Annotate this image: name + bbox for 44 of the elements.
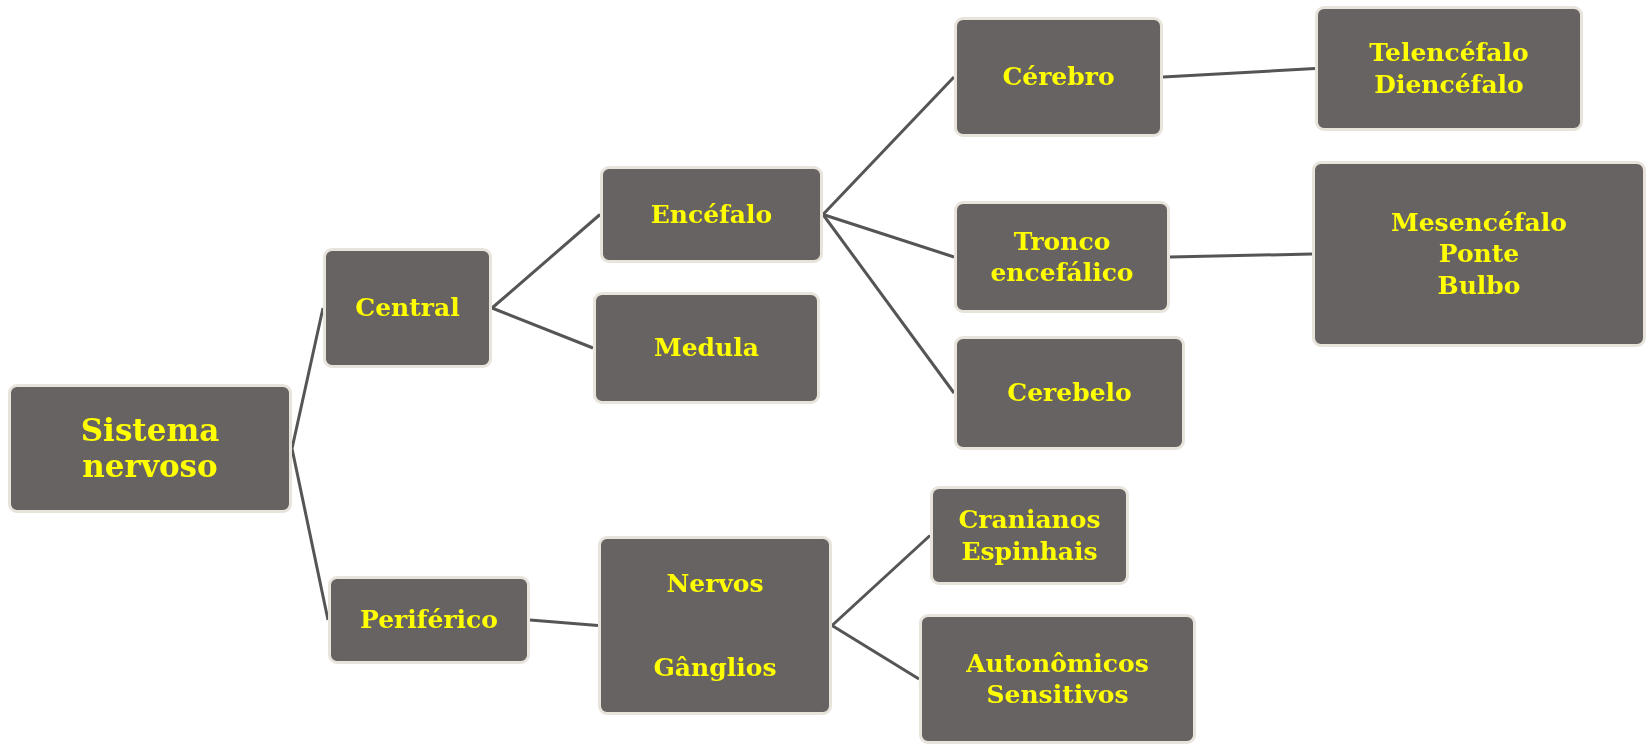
connector-line <box>822 213 955 259</box>
box-label: Gânglios <box>653 652 777 684</box>
connector-line <box>831 534 931 627</box>
connector-line <box>491 306 594 350</box>
box-label: Cranianos <box>958 504 1101 536</box>
connector-line <box>491 213 601 310</box>
connector-line <box>290 448 330 621</box>
concept-box <box>919 614 1196 744</box>
box-label: Espinhais <box>961 535 1098 567</box>
connector-line <box>1162 67 1316 79</box>
concept-box <box>598 536 832 715</box>
box-label: Autonômicos <box>966 647 1149 679</box>
box-label: Periférico <box>360 604 498 636</box>
concept-box <box>954 17 1163 137</box>
box-label: Cerebelo <box>1007 377 1132 409</box>
concept-box <box>954 336 1185 450</box>
box-label: Sistema nervoso <box>79 412 221 485</box>
connector-line <box>831 624 920 681</box>
box-label: Telencéfalo <box>1369 37 1529 69</box>
box-label: Bulbo <box>1437 269 1521 301</box>
box-label: Ponte <box>1438 238 1520 270</box>
concept-box <box>8 384 292 513</box>
connector-line <box>290 307 325 449</box>
concept-box <box>600 166 823 263</box>
box-label: Medula <box>654 332 759 364</box>
concept-box <box>1312 161 1646 347</box>
concept-box <box>954 201 1170 313</box>
concept-box <box>323 248 492 368</box>
box-label: Encéfalo <box>650 198 773 231</box>
box-label: Mesencéfalo <box>1391 207 1567 239</box>
connector-line <box>821 213 956 394</box>
connector-line <box>529 618 599 627</box>
box-label: Diencéfalo <box>1374 68 1524 100</box>
concept-box <box>593 292 820 404</box>
box-label: Tronco encefálico <box>989 225 1135 289</box>
box-label: Nervos <box>666 567 764 599</box>
concept-box <box>328 576 530 664</box>
box-label: Central <box>355 292 460 324</box>
box-label: Sensitivos <box>986 679 1129 711</box>
concept-box <box>1315 6 1583 131</box>
box-label: Cérebro <box>1002 61 1115 93</box>
connector-line <box>1169 252 1313 259</box>
concept-box <box>930 486 1129 585</box>
connector-line <box>821 75 956 216</box>
